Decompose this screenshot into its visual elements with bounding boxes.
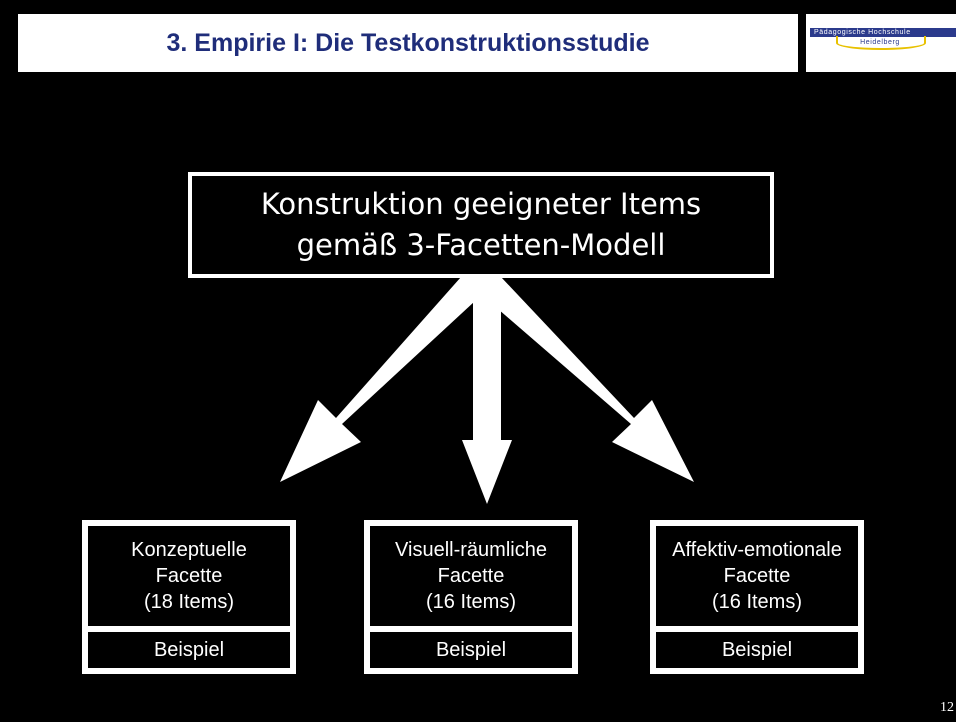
facet-name: Visuell-räumliche bbox=[395, 539, 547, 561]
facet-subtitle: Facette bbox=[437, 565, 505, 587]
facet-item-count: (16 Items) bbox=[711, 591, 803, 613]
facet-subtitle: Facette bbox=[723, 565, 791, 587]
slide-title: 3. Empirie I: Die Testkonstruktionsstudi… bbox=[166, 28, 650, 57]
arrow-left bbox=[280, 277, 501, 482]
facet-description: Konzeptuelle Facette (18 Items) bbox=[88, 526, 290, 626]
beispiel-button[interactable]: Beispiel bbox=[370, 632, 572, 668]
facet-box-konzeptuelle: Konzeptuelle Facette (18 Items) Beispiel bbox=[82, 520, 296, 674]
facet-item-count: (18 Items) bbox=[143, 591, 235, 613]
facet-description: Visuell-räumliche Facette (16 Items) bbox=[370, 526, 572, 626]
facet-name: Affektiv-emotionale bbox=[672, 539, 842, 561]
logo-text-line2: Heidelberg bbox=[860, 39, 900, 46]
facet-name: Konzeptuelle bbox=[131, 539, 247, 561]
facet-box-affektiv-emotional: Affektiv-emotionale Facette (16 Items) B… bbox=[650, 520, 864, 674]
beispiel-button[interactable]: Beispiel bbox=[656, 632, 858, 668]
main-box-line2: gemäß 3-Facetten-Modell bbox=[296, 228, 666, 262]
arrow-middle bbox=[462, 277, 512, 504]
main-concept-box: Konstruktion geeigneter Items gemäß 3-Fa… bbox=[188, 172, 774, 278]
facet-subtitle: Facette bbox=[155, 565, 223, 587]
page-number: 12 bbox=[940, 700, 954, 715]
arrow-right bbox=[461, 277, 694, 482]
university-logo: Pädagogische Hochschule Heidelberg bbox=[806, 14, 956, 72]
main-box-line1: Konstruktion geeigneter Items bbox=[260, 187, 702, 221]
facet-item-count: (16 Items) bbox=[425, 591, 517, 613]
title-bar: 3. Empirie I: Die Testkonstruktionsstudi… bbox=[18, 14, 798, 72]
logo-text-line1: Pädagogische Hochschule bbox=[810, 28, 956, 37]
facet-description: Affektiv-emotionale Facette (16 Items) bbox=[656, 526, 858, 626]
facet-box-visuell-raeumlich: Visuell-räumliche Facette (16 Items) Bei… bbox=[364, 520, 578, 674]
beispiel-button[interactable]: Beispiel bbox=[88, 632, 290, 668]
logo-swoosh bbox=[836, 36, 926, 50]
